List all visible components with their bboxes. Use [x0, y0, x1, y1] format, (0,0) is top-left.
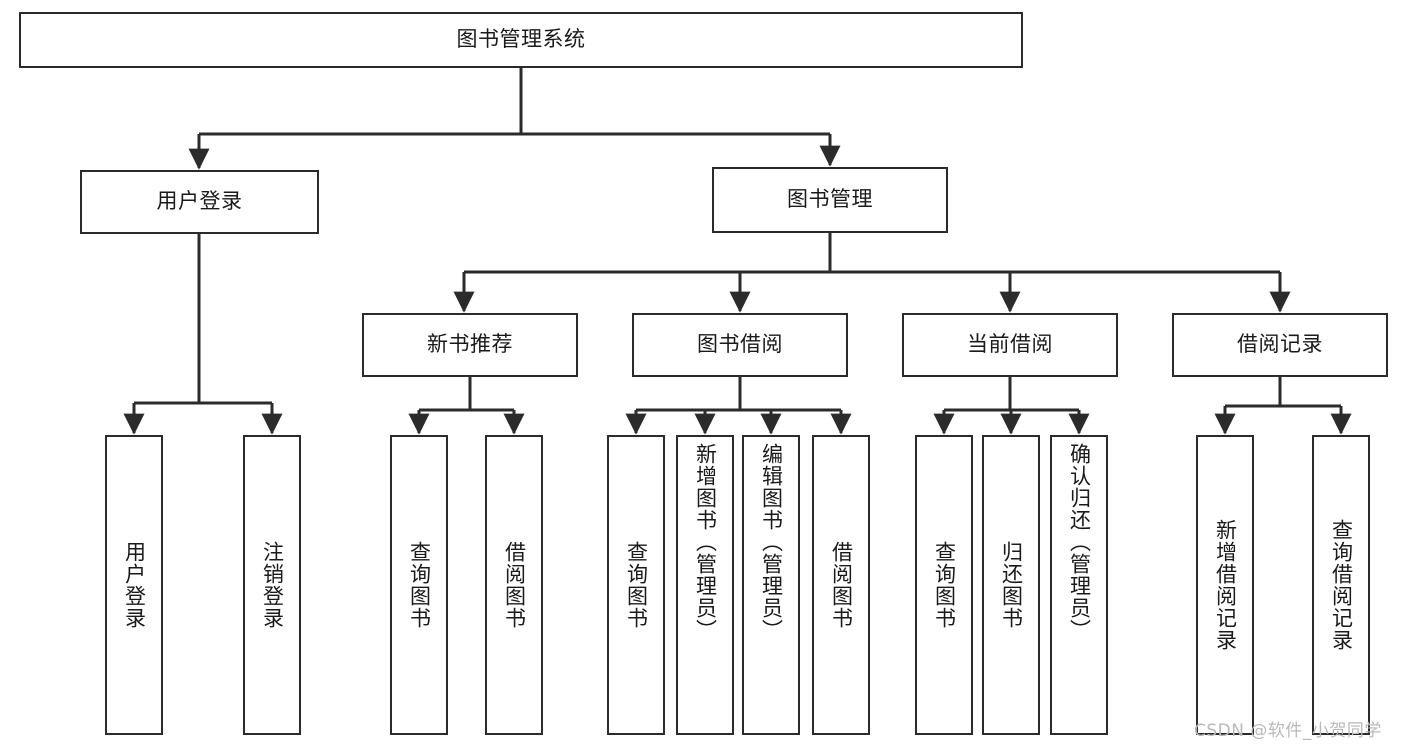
leaf-confirm-return-admin-label: 确认归还（管理员）	[1067, 443, 1092, 641]
node-user-login[interactable]: 用户登录	[80, 170, 319, 234]
leaf-borrow-book[interactable]: 借阅图书	[812, 435, 870, 735]
node-book-management[interactable]: 图书管理	[712, 167, 948, 233]
leaf-logout[interactable]: 注销登录	[243, 435, 301, 735]
leaf-user-login-label: 用户登录	[122, 541, 147, 629]
node-user-login-label: 用户登录	[156, 189, 243, 214]
leaf-query-book-current-label: 查询图书	[932, 541, 957, 629]
leaf-query-borrow-record-label: 查询借阅记录	[1329, 519, 1354, 651]
leaf-borrow-book-newbook-label: 借阅图书	[502, 541, 527, 629]
leaf-logout-label: 注销登录	[260, 541, 285, 629]
node-current-borrow-label: 当前借阅	[967, 332, 1053, 357]
leaf-add-borrow-record-label: 新增借阅记录	[1213, 519, 1238, 651]
leaf-query-book-newbook[interactable]: 查询图书	[390, 435, 448, 735]
node-root[interactable]: 图书管理系统	[19, 12, 1023, 68]
leaf-query-borrow-record[interactable]: 查询借阅记录	[1312, 435, 1370, 735]
node-borrow-records-label: 借阅记录	[1237, 332, 1323, 357]
leaf-add-book-admin[interactable]: 新增图书（管理员）	[676, 435, 734, 735]
leaf-return-book-label: 归还图书	[999, 541, 1024, 629]
leaf-query-book-current[interactable]: 查询图书	[915, 435, 973, 735]
leaf-borrow-book-newbook[interactable]: 借阅图书	[485, 435, 543, 735]
leaf-query-book-borrow[interactable]: 查询图书	[607, 435, 665, 735]
node-new-book-recommend[interactable]: 新书推荐	[362, 313, 578, 377]
node-book-management-label: 图书管理	[787, 187, 873, 212]
node-book-borrow-label: 图书借阅	[697, 332, 783, 357]
leaf-borrow-book-label: 借阅图书	[829, 541, 854, 629]
node-borrow-records[interactable]: 借阅记录	[1172, 313, 1388, 377]
leaf-edit-book-admin-label: 编辑图书（管理员）	[759, 443, 784, 641]
node-root-label: 图书管理系统	[456, 27, 586, 52]
leaf-user-login[interactable]: 用户登录	[105, 435, 163, 735]
leaf-add-book-admin-label: 新增图书（管理员）	[693, 443, 718, 641]
leaf-query-book-newbook-label: 查询图书	[407, 541, 432, 629]
leaf-confirm-return-admin[interactable]: 确认归还（管理员）	[1050, 435, 1108, 735]
leaf-add-borrow-record[interactable]: 新增借阅记录	[1196, 435, 1254, 735]
leaf-return-book[interactable]: 归还图书	[982, 435, 1040, 735]
node-current-borrow[interactable]: 当前借阅	[902, 313, 1118, 377]
leaf-query-book-borrow-label: 查询图书	[624, 541, 649, 629]
node-book-borrow[interactable]: 图书借阅	[632, 313, 848, 377]
node-new-book-recommend-label: 新书推荐	[427, 332, 513, 357]
leaf-edit-book-admin[interactable]: 编辑图书（管理员）	[742, 435, 800, 735]
